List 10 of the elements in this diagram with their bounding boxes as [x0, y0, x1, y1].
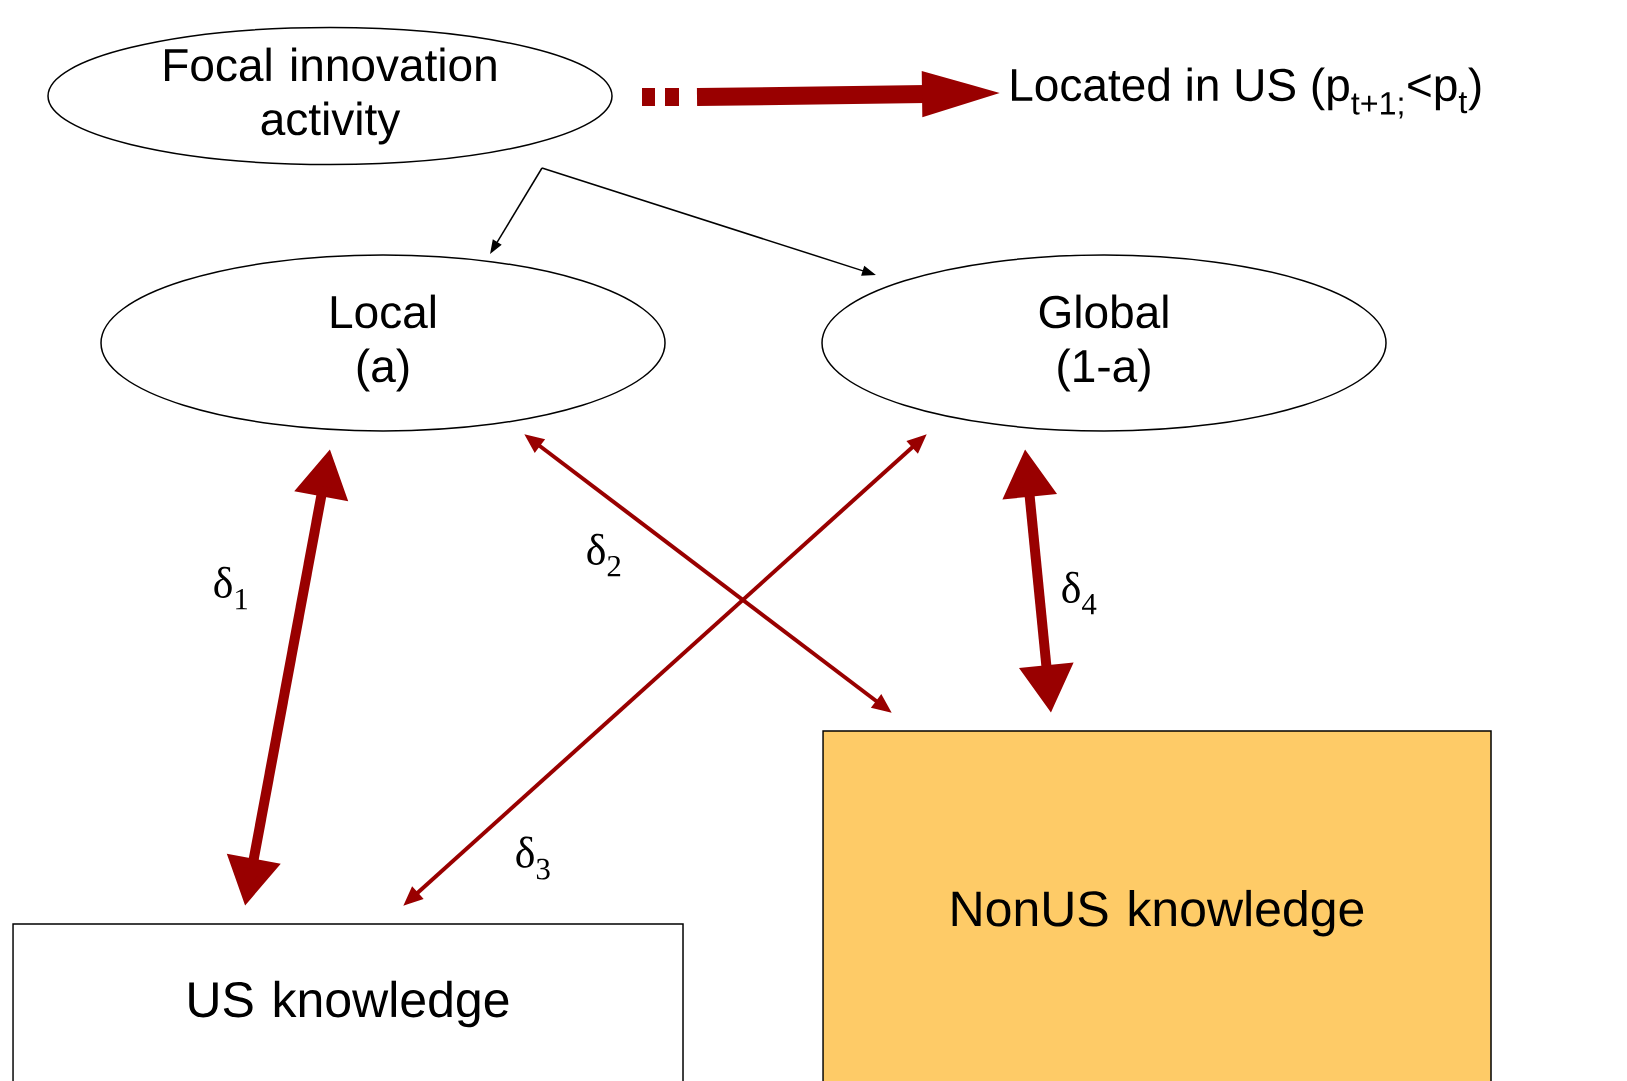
edge-label: δ$_{4}$ [1059, 570, 1099, 616]
ellipse-node: Local (a) [100, 254, 666, 432]
ellipse-node: Focal innovation activity [47, 26, 613, 166]
text-label: Located in US (p$_{t+1;}$<p$_{t}$) [1012, 67, 1481, 119]
edge-label: δ$_{2}$ [584, 532, 624, 578]
edge-label: δ$_{3}$ [513, 835, 553, 881]
edge-label: δ$_{1}$ [211, 565, 251, 611]
knowledge-box: NonUS knowledge [822, 730, 1492, 1081]
ellipse-node: Global (1-a) [821, 254, 1387, 432]
knowledge-box: US knowledge [12, 923, 684, 1081]
